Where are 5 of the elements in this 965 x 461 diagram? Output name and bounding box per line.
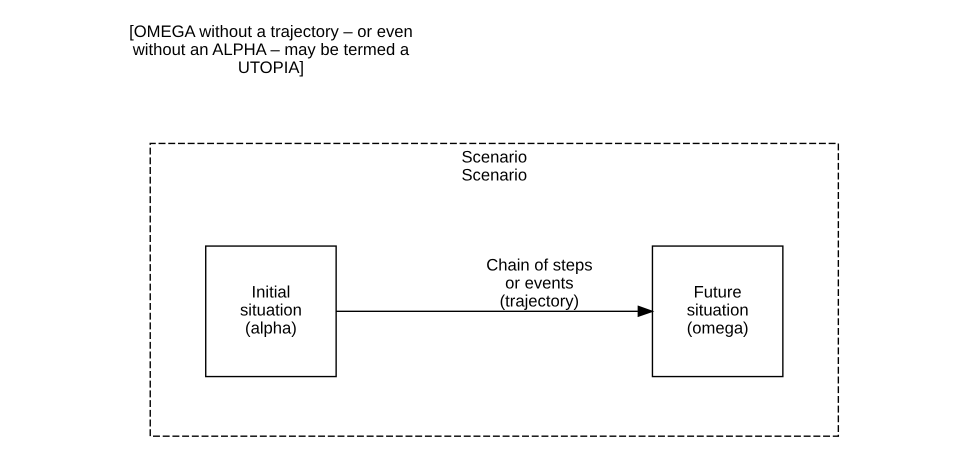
arrow xyxy=(336,305,654,318)
node-box: Future situation (omega) xyxy=(652,245,784,378)
node-box: Initial situation (alpha) xyxy=(205,245,337,378)
edge-label: Chain of steps or events (trajectory) xyxy=(486,256,593,311)
label: [OMEGA without a trajectory – or even without an ALPHA – may be termed a UTOPIA] xyxy=(129,22,413,77)
